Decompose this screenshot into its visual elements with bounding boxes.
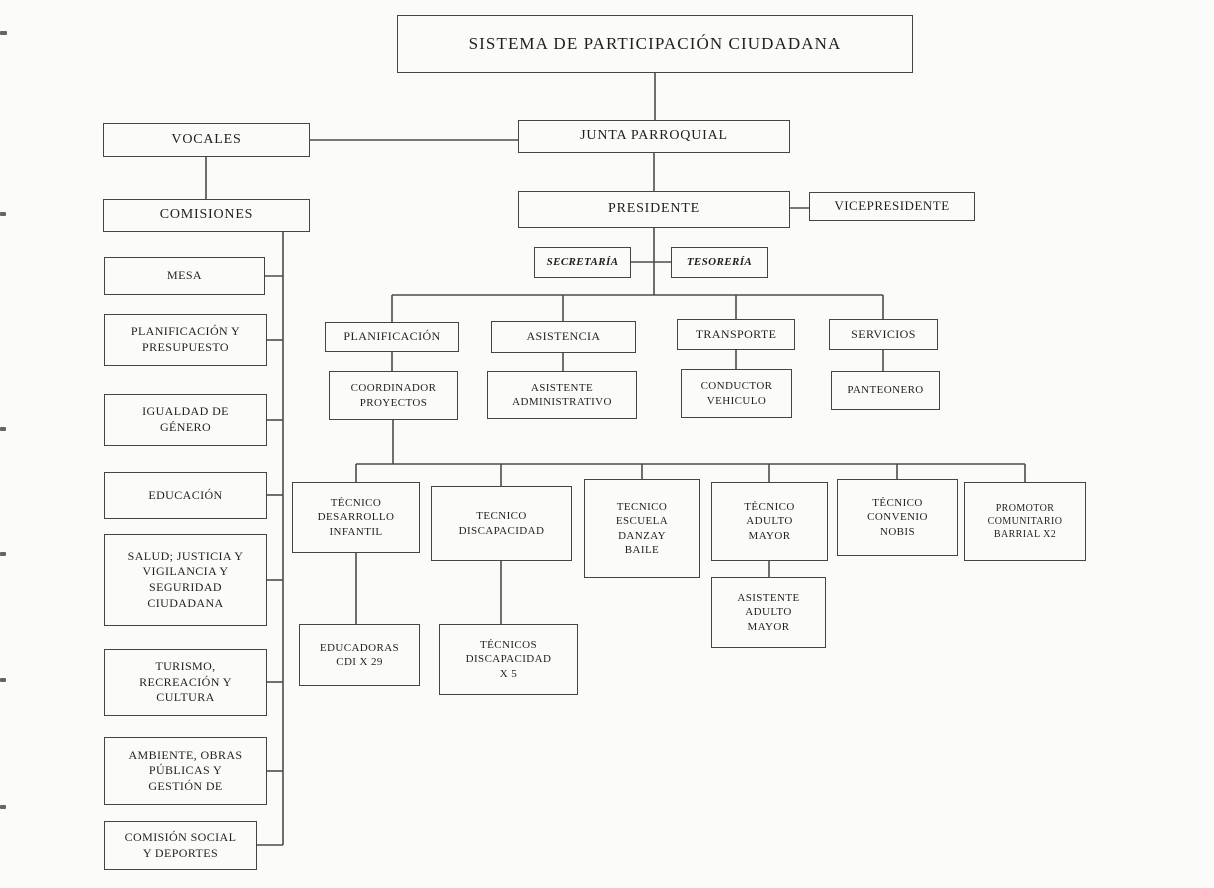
scan-artifact [0, 212, 6, 216]
node-promotor-comunitario: PROMOTOR COMUNITARIO BARRIAL X2 [964, 482, 1086, 561]
node-tecnico-convenio-nobis: TÉCNICO CONVENIO NOBIS [837, 479, 958, 556]
scan-artifact [0, 678, 6, 682]
node-tecnico-desarrollo-infantil: TÉCNICO DESARROLLO INFANTIL [292, 482, 420, 553]
node-asistente-administrativo: ASISTENTE ADMINISTRATIVO [487, 371, 637, 419]
node-comision-educacion: EDUCACIÓN [104, 472, 267, 519]
node-educadoras-cdi: EDUCADORAS CDI X 29 [299, 624, 420, 686]
node-comision-turismo-recreacion: TURISMO, RECREACIÓN Y CULTURA [104, 649, 267, 716]
node-comision-planificacion-presupuesto: PLANIFICACIÓN Y PRESUPUESTO [104, 314, 267, 366]
node-comision-mesa: MESA [104, 257, 265, 295]
node-servicios: SERVICIOS [829, 319, 938, 350]
node-vicepresidente: VICEPRESIDENTE [809, 192, 975, 221]
node-tecnico-adulto-mayor: TÉCNICO ADULTO MAYOR [711, 482, 828, 561]
node-tecnicos-discapacidad-x5: TÉCNICOS DISCAPACIDAD X 5 [439, 624, 578, 695]
node-tesoreria: TESORERÍA [671, 247, 768, 278]
node-conductor-vehiculo: CONDUCTOR VEHICULO [681, 369, 792, 418]
chart-title-box: SISTEMA DE PARTICIPACIÓN CIUDADANA [397, 15, 913, 73]
node-comision-ambiente-obras: AMBIENTE, OBRAS PÚBLICAS Y GESTIÓN DE [104, 737, 267, 805]
node-tecnico-discapacidad: TECNICO DISCAPACIDAD [431, 486, 572, 561]
node-comision-salud-justicia: SALUD; JUSTICIA Y VIGILANCIA Y SEGURIDAD… [104, 534, 267, 626]
scan-artifact [0, 427, 6, 431]
node-comisiones: COMISIONES [103, 199, 310, 232]
node-secretaria: SECRETARÍA [534, 247, 631, 278]
node-comision-social-deportes: COMISIÓN SOCIAL Y DEPORTES [104, 821, 257, 870]
scan-artifact [0, 552, 6, 556]
node-presidente: PRESIDENTE [518, 191, 790, 228]
node-vocales: VOCALES [103, 123, 310, 157]
scan-artifact [0, 31, 7, 35]
node-transporte: TRANSPORTE [677, 319, 795, 350]
node-tecnico-escuela-danza: TECNICO ESCUELA DANZAY BAILE [584, 479, 700, 578]
node-panteonero: PANTEONERO [831, 371, 940, 410]
node-asistencia: ASISTENCIA [491, 321, 636, 353]
node-asistente-adulto-mayor: ASISTENTE ADULTO MAYOR [711, 577, 826, 648]
node-planificacion: PLANIFICACIÓN [325, 322, 459, 352]
scan-artifact [0, 805, 6, 809]
node-comision-igualdad-genero: IGUALDAD DE GÉNERO [104, 394, 267, 446]
node-coordinador-proyectos: COORDINADOR PROYECTOS [329, 371, 458, 420]
node-junta-parroquial: JUNTA PARROQUIAL [518, 120, 790, 153]
